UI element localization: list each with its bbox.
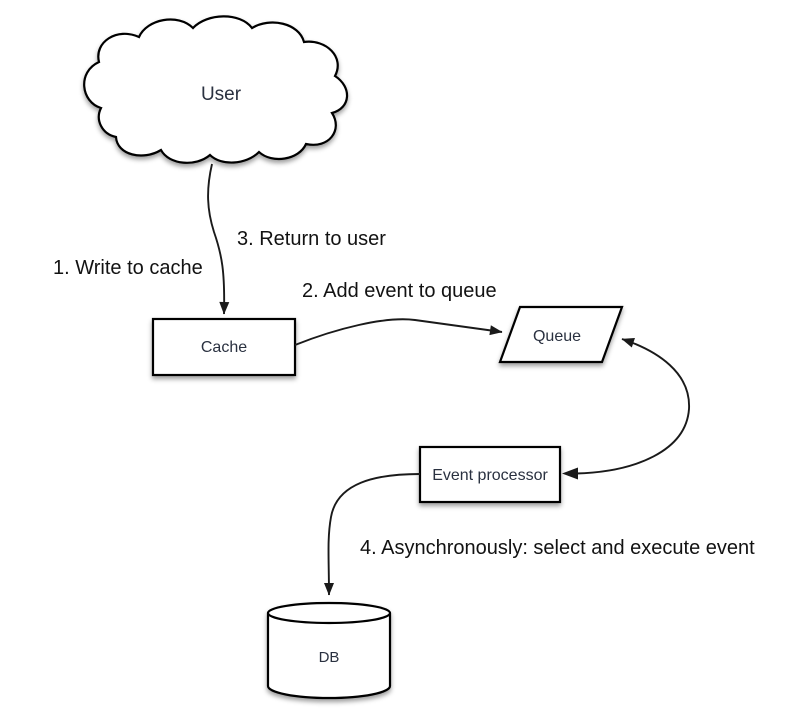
user-label: User	[201, 84, 242, 105]
arrow-queue-event-processor	[575, 338, 690, 475]
annotation-step-4: 4. Asynchronously: select and execute ev…	[360, 537, 755, 559]
annotation-step-1: 1. Write to cache	[53, 257, 203, 279]
cache-label: Cache	[201, 339, 247, 356]
user-cloud	[83, 15, 349, 164]
queue-parallelogram	[498, 305, 624, 364]
arrow-cache-to-queue	[294, 318, 503, 346]
arrow-event-processor-to-db	[323, 473, 421, 596]
db-cylinder-top	[266, 601, 392, 625]
queue-label: Queue	[533, 328, 581, 345]
arrow-user-to-cache	[207, 163, 230, 315]
arrowhead-into-event-processor	[562, 467, 578, 480]
annotation-step-2: 2. Add event to queue	[302, 280, 497, 302]
db-label: DB	[319, 649, 340, 666]
cache-box	[151, 317, 297, 377]
annotation-step-3: 3. Return to user	[237, 228, 386, 250]
event-processor-label: Event processor	[432, 467, 548, 484]
db-cylinder-body	[266, 613, 392, 700]
db-cylinder	[266, 601, 392, 700]
